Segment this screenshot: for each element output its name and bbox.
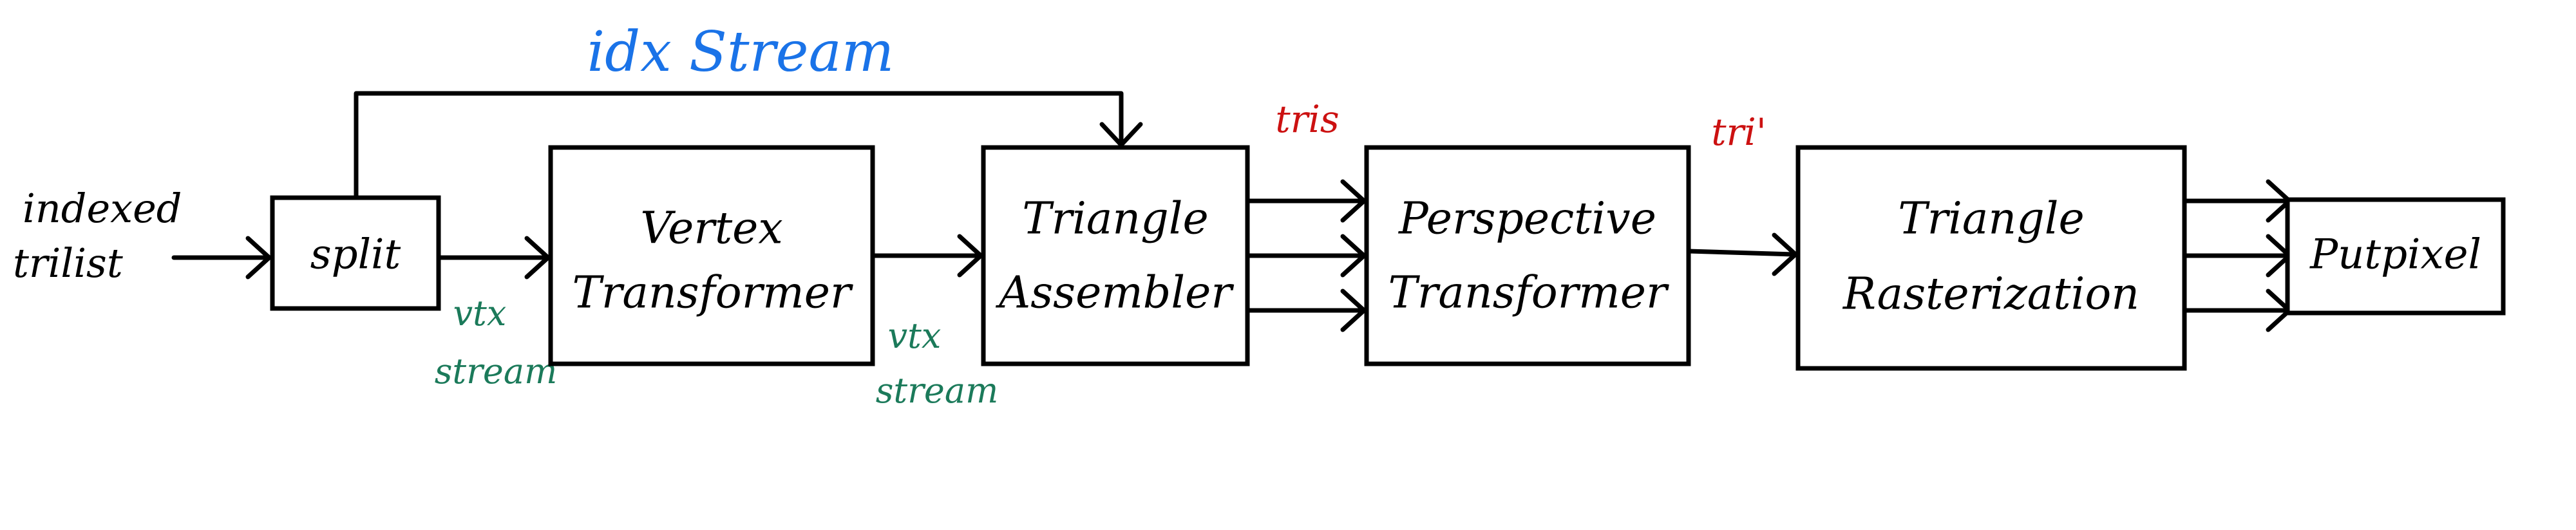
tris-arrowhead-3 <box>1340 289 1367 332</box>
triangle-assembler-line2: Assembler <box>995 268 1234 319</box>
putpixel-block <box>2285 197 2506 316</box>
tri-prime-arrow <box>1686 249 1796 257</box>
split-block <box>270 195 441 311</box>
tri-prime-label: tri' <box>1711 110 1766 154</box>
triangle-rasterization-line2: Rasterization <box>1842 269 2139 320</box>
input-label-line1: indexed <box>23 185 182 232</box>
tri-prime-arrowhead <box>1772 232 1798 276</box>
split-label: split <box>310 231 401 279</box>
tris-arrowhead-1 <box>1340 179 1367 223</box>
idx-stream-label: idx Stream <box>587 20 895 84</box>
vtx-stream-label-1a: vtx <box>453 293 507 334</box>
triangle-assembler-line1: Triangle <box>1022 194 1208 245</box>
vtx-stream-label-2a: vtx <box>888 316 942 356</box>
vertex-transformer-block <box>548 145 875 366</box>
vtx-stream-label-2b: stream <box>876 370 999 411</box>
vtx-stream-label-1b: stream <box>435 351 558 392</box>
tris-arrowhead-2 <box>1340 234 1367 278</box>
perspective-transformer-line2: Transformer <box>1388 268 1669 319</box>
triangle-rasterization-block <box>1795 145 2187 371</box>
perspective-transformer-line1: Perspective <box>1397 194 1656 245</box>
vtx-stream-arrowhead-1 <box>524 236 551 279</box>
perspective-transformer-block <box>1364 145 1691 366</box>
idx-stream-path <box>354 91 1124 200</box>
vertex-transformer-line1: Vertex <box>640 203 783 254</box>
input-label-line2: trilist <box>13 240 123 287</box>
vertex-transformer-line2: Transformer <box>573 268 853 319</box>
idx-stream-arrowhead <box>1099 122 1143 147</box>
triangle-assembler-block <box>981 145 1250 366</box>
input-arrowhead <box>245 236 272 279</box>
triangle-rasterization-line1: Triangle <box>1898 194 2084 245</box>
vtx-stream-arrowhead-2 <box>957 234 983 278</box>
tris-label: tris <box>1275 97 1339 141</box>
putpixel-label: Putpixel <box>2309 231 2481 279</box>
